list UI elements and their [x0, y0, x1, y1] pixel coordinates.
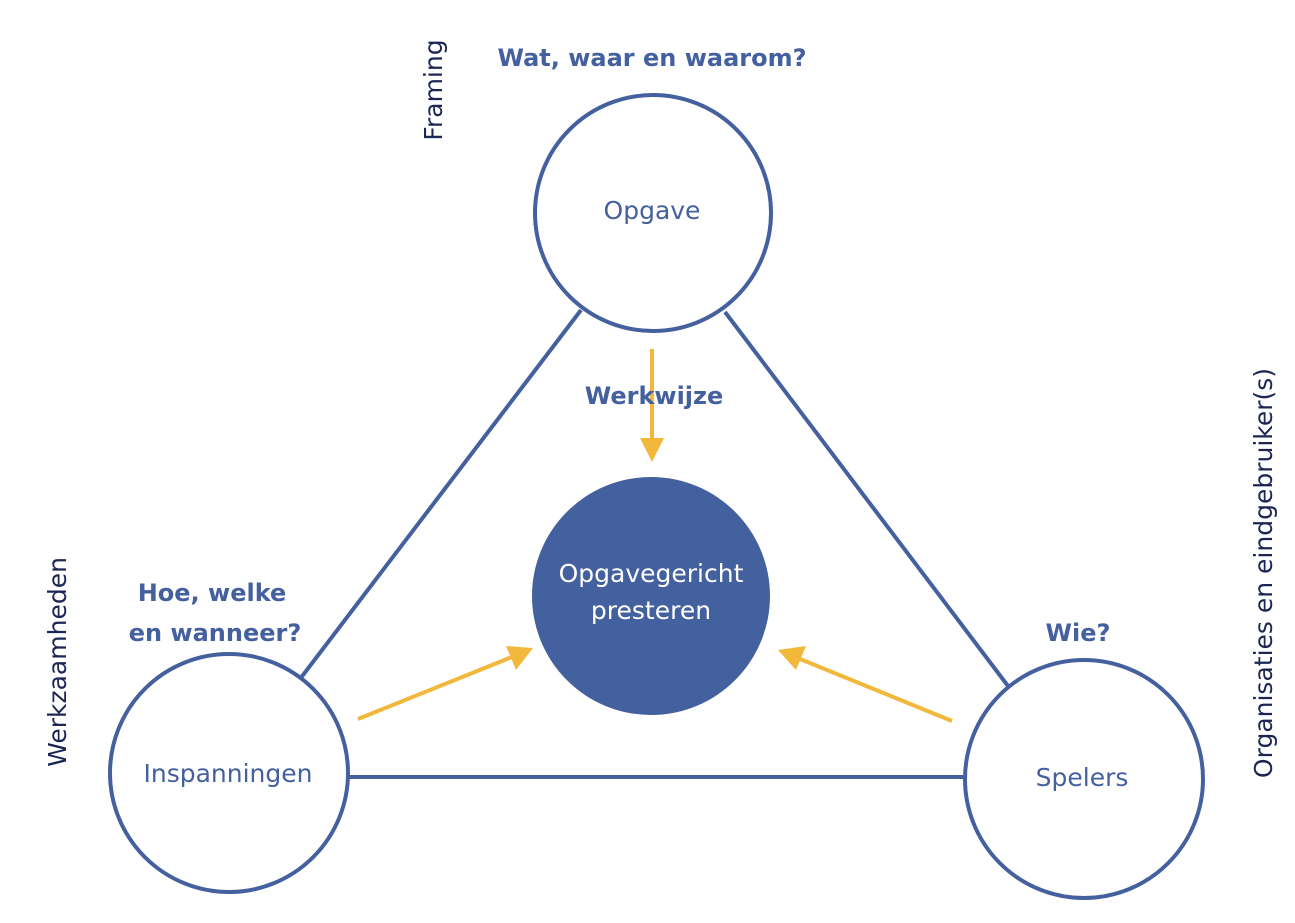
edge-opgave-spelers — [723, 310, 1010, 688]
node-inspanningen-label: Inspanningen — [143, 759, 312, 788]
question-top: Wat, waar en waarom? — [497, 44, 806, 72]
side-label-framing: Framing — [419, 39, 448, 140]
side-label-organisaties: Organisaties en eindgebruiker(s) — [1249, 368, 1278, 778]
edge-opgave-inspanningen — [298, 308, 583, 681]
arrow-top-head — [640, 438, 664, 462]
question-left-line1: Hoe, welke — [138, 579, 287, 607]
node-opgave-label: Opgave — [604, 196, 701, 225]
arrow-left-head — [506, 646, 533, 670]
center-circle — [532, 477, 770, 715]
center-label-line1: Opgavegericht — [559, 559, 744, 588]
arrow-right-head — [778, 646, 806, 670]
node-spelers-label: Spelers — [1036, 763, 1129, 792]
side-label-werkzaamheden: Werkzaamheden — [43, 557, 72, 767]
center-label-line2: presteren — [591, 596, 711, 625]
node-spelers — [963, 658, 1205, 900]
question-right: Wie? — [1046, 619, 1111, 647]
node-opgave — [533, 93, 773, 333]
question-left-line2: en wanneer? — [129, 619, 302, 647]
node-inspanningen — [108, 652, 350, 894]
arrow-label-werkwijze: Werkwijze — [585, 382, 724, 410]
arrow-right-shaft — [799, 657, 953, 723]
arrow-left-shaft — [357, 655, 513, 721]
